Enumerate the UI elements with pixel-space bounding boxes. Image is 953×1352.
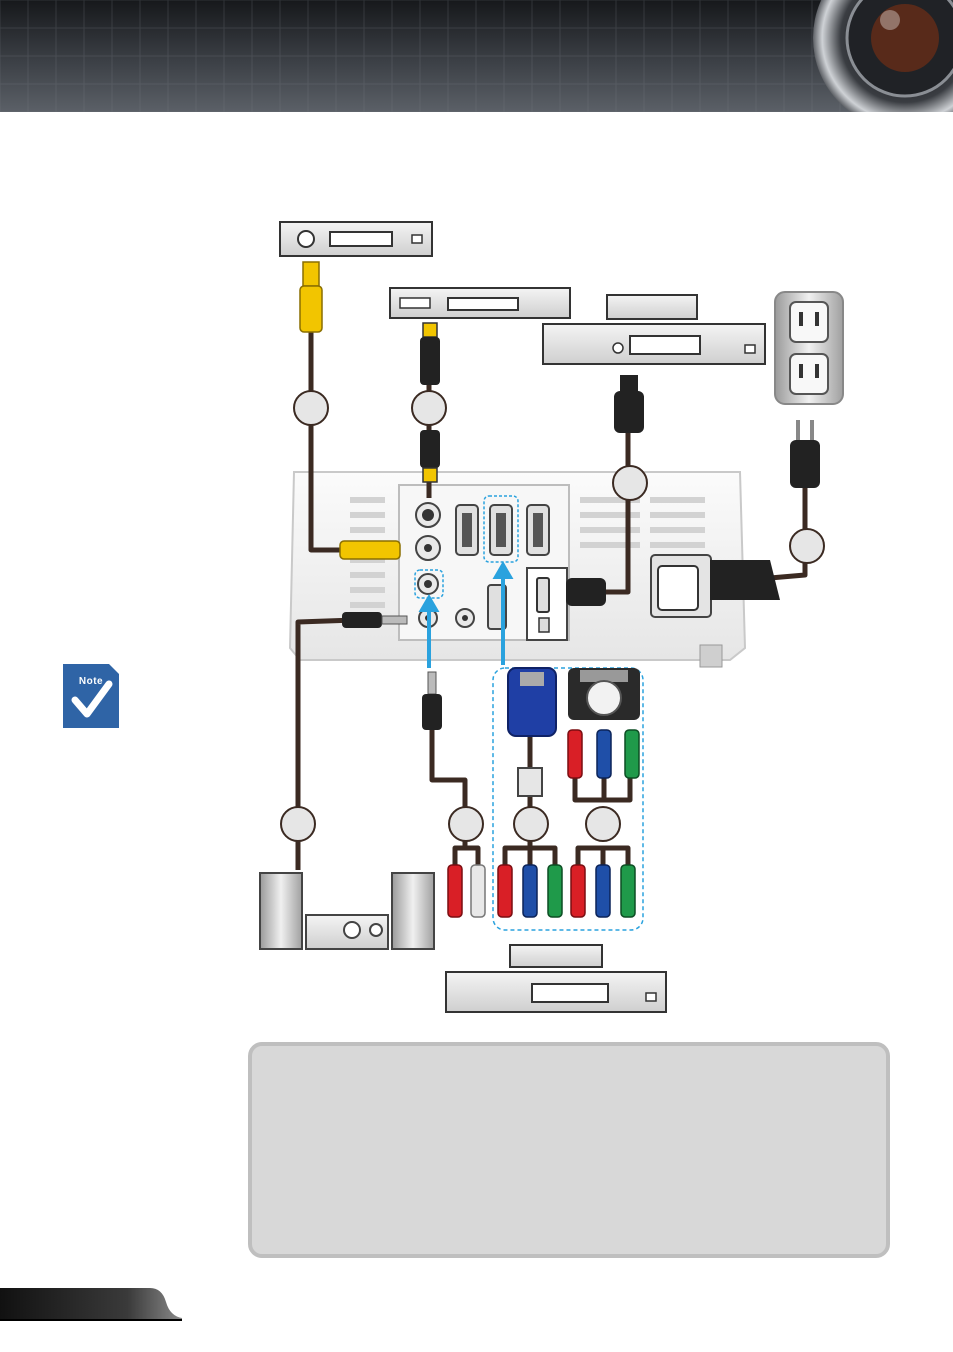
stereo-speakers-icon bbox=[259, 872, 435, 950]
callout-circles bbox=[280, 390, 825, 842]
vga-in-2-port-icon bbox=[483, 495, 519, 563]
rca-plug-red-icon bbox=[567, 729, 583, 779]
checkmark-icon bbox=[71, 680, 113, 718]
connection-diagram bbox=[240, 210, 860, 1030]
rca-component-plugs-2 bbox=[570, 864, 636, 918]
connection-diagram-graphic bbox=[259, 221, 844, 1013]
rca-port-icon bbox=[455, 608, 475, 628]
header-banner bbox=[0, 0, 953, 112]
rca-component-plugs-1 bbox=[497, 864, 563, 918]
video-port-icon bbox=[415, 535, 441, 561]
note-box bbox=[248, 1042, 890, 1258]
power-plug-icon bbox=[710, 420, 820, 600]
hdmi-plug-icon bbox=[566, 375, 644, 606]
scart-adapter-icon bbox=[568, 668, 640, 720]
dvd-player-hdmi-icon bbox=[542, 294, 766, 365]
power-outlet-icon bbox=[774, 291, 844, 405]
audio-jack-in-icon bbox=[422, 671, 442, 730]
dvd-player-top-icon bbox=[279, 221, 433, 257]
rca-plug-green-icon bbox=[624, 729, 640, 779]
link-arrows bbox=[418, 561, 514, 668]
note-badge-icon bbox=[63, 664, 119, 728]
dvd-player-bottom-icon bbox=[445, 944, 667, 1013]
svideo-port-icon bbox=[415, 502, 441, 528]
audio-jack-out-icon bbox=[342, 612, 408, 628]
vga-in-port-icon bbox=[455, 504, 479, 556]
component-group-outline bbox=[492, 667, 644, 931]
rca-audio-plugs bbox=[447, 864, 486, 918]
svideo-plug-icon bbox=[420, 322, 440, 483]
rca-plug-yellow-icon bbox=[299, 261, 401, 560]
vga-out-port-icon bbox=[526, 504, 550, 556]
page-tab bbox=[0, 1288, 182, 1321]
dvd-player-svideo-icon bbox=[389, 287, 571, 319]
projector-lens-icon bbox=[813, 0, 953, 112]
power-socket-icon bbox=[650, 554, 712, 618]
hdmi-port-icon bbox=[526, 567, 568, 641]
vga-plug-icon bbox=[507, 667, 557, 797]
header-banner-graphic bbox=[0, 0, 953, 112]
note-badge-label: Note bbox=[78, 676, 104, 687]
rca-plug-blue-icon bbox=[596, 729, 612, 779]
